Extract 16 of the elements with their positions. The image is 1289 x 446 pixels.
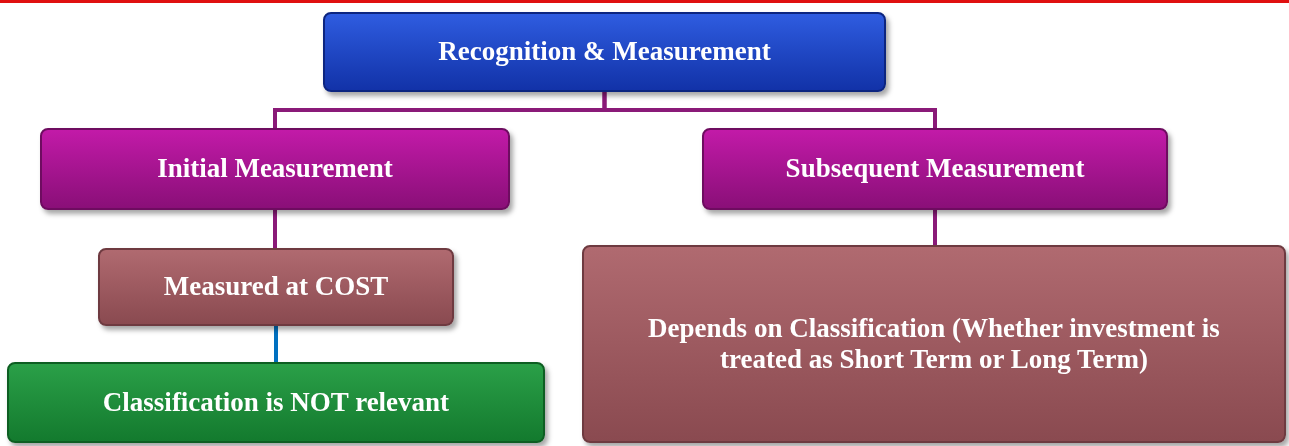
category-box (702, 128, 1168, 210)
box-label: Measured at COST (163, 271, 389, 303)
connector-line (273, 210, 277, 248)
box-label: Recognition & Measurement (438, 36, 771, 68)
detail-box (98, 248, 454, 326)
connector-line (602, 92, 937, 128)
box-label: Depends on Classification (Whether investment is treated as Short Term or Long Term) (647, 312, 1221, 376)
box-label: Subsequent Measurement (785, 153, 1085, 185)
box-label: Initial Measurement (157, 153, 393, 185)
detail-box (582, 245, 1286, 443)
result-box (7, 362, 545, 443)
connector-line (933, 210, 937, 245)
connector-line (274, 326, 278, 362)
category-box (40, 128, 510, 210)
box-label: Classification is NOT relevant (102, 386, 450, 418)
heading-box (323, 12, 886, 92)
